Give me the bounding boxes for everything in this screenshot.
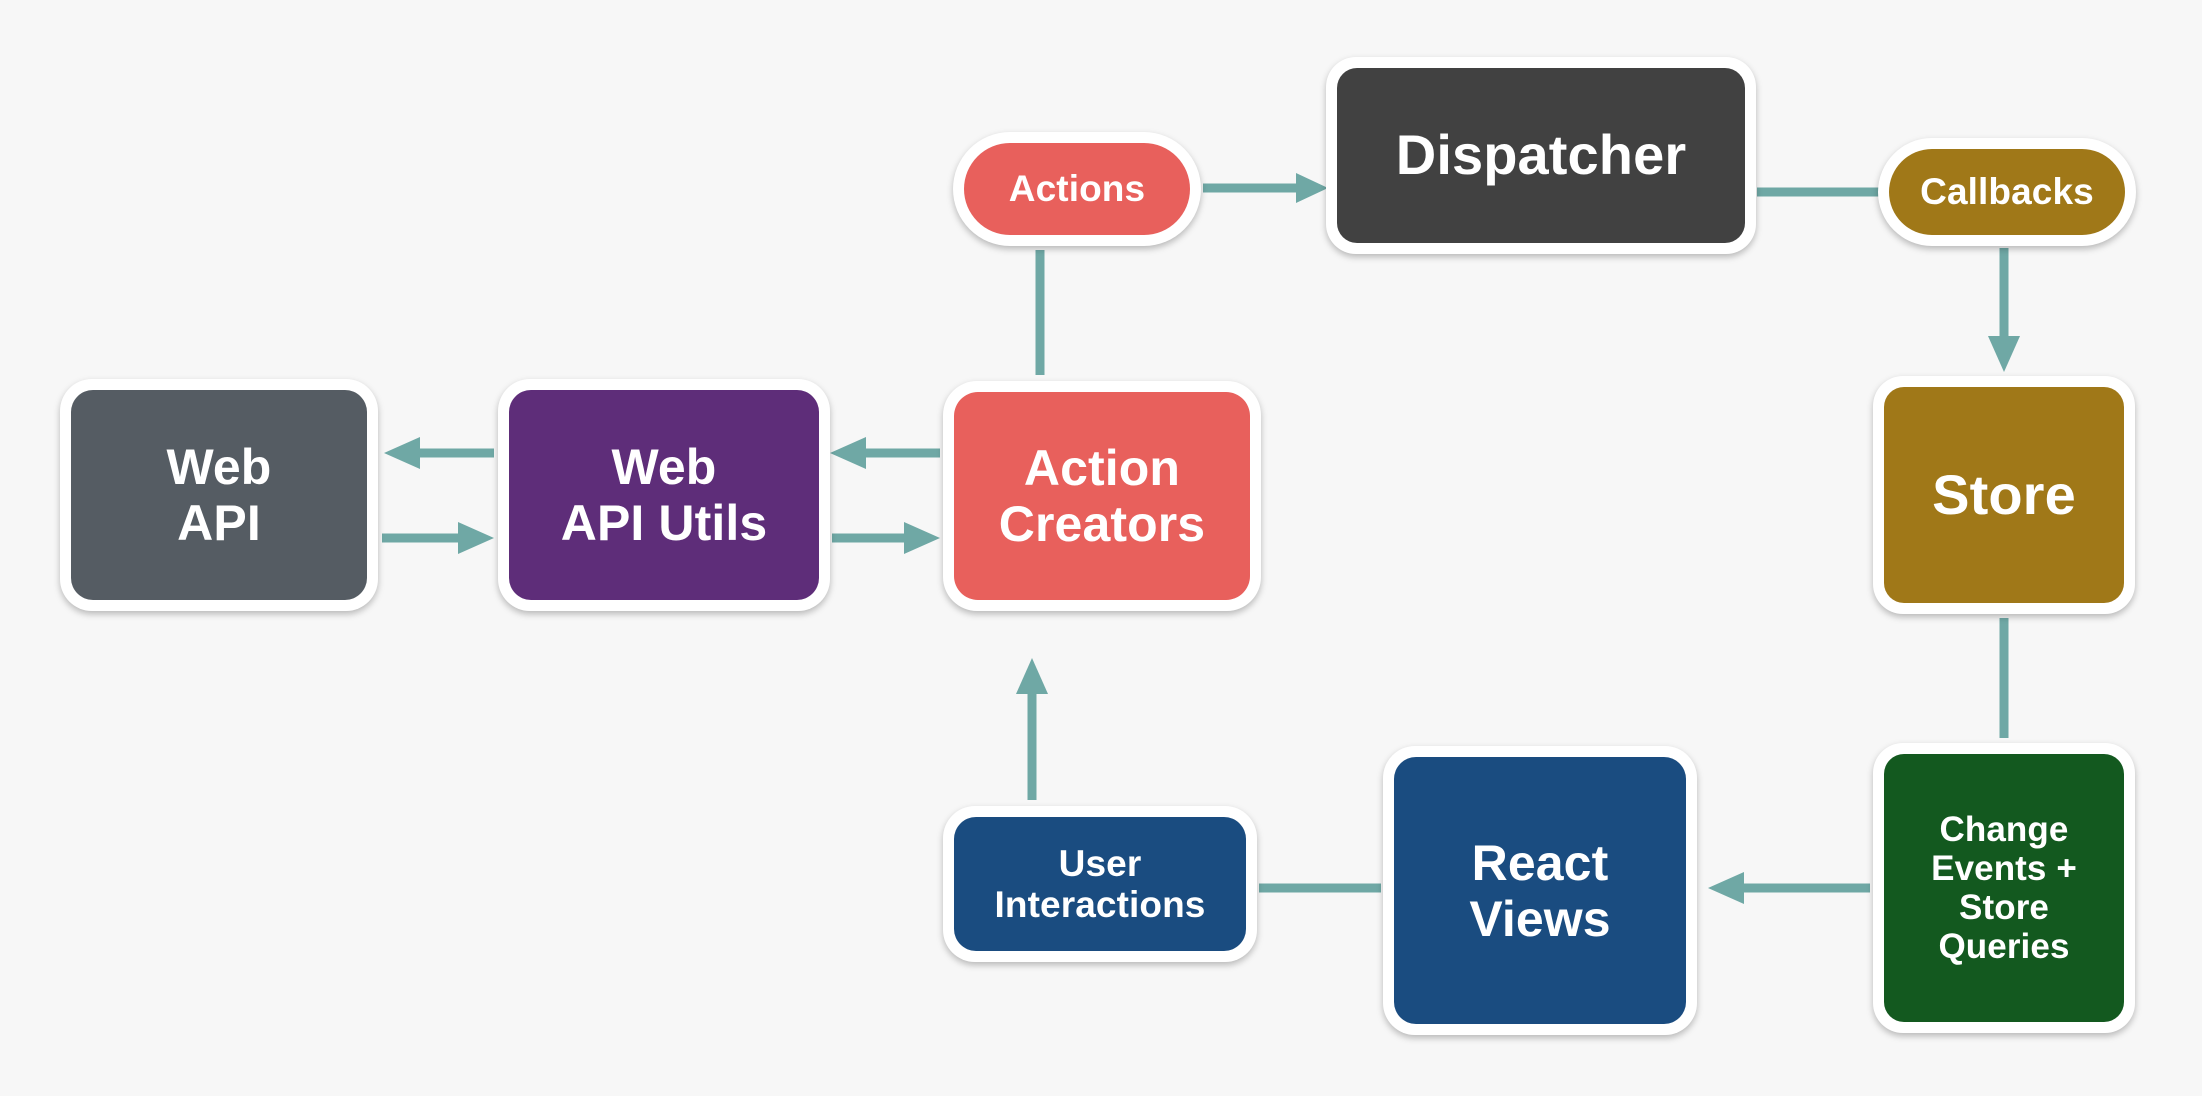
node-web-api-utils[interactable]: Web API Utils	[498, 379, 830, 611]
edge-users-to-creators	[1016, 658, 1048, 800]
node-callbacks-fill: Callbacks	[1889, 149, 2125, 235]
edge-actions-to-dispatcher	[1203, 173, 1328, 203]
node-callbacks[interactable]: Callbacks	[1878, 138, 2136, 246]
node-change-events-fill: Change Events + Store Queries	[1884, 754, 2124, 1022]
node-web-api[interactable]: Web API	[60, 379, 378, 611]
node-action-creators-label: Action Creators	[998, 440, 1206, 552]
node-react-views[interactable]: React Views	[1383, 746, 1697, 1035]
node-store-label: Store	[1932, 462, 2076, 526]
node-user-interactions-label: User Interactions	[994, 842, 1206, 925]
node-react-views-label: React Views	[1469, 834, 1611, 947]
edge-utils-to-creators	[832, 522, 940, 554]
node-store-fill: Store	[1884, 387, 2124, 603]
node-change-events-label: Change Events + Store Queries	[1931, 809, 2077, 967]
node-react-views-fill: React Views	[1394, 757, 1686, 1024]
node-dispatcher[interactable]: Dispatcher	[1326, 57, 1756, 254]
node-action-creators[interactable]: Action Creators	[943, 381, 1261, 611]
edge-creators-to-utils	[830, 437, 940, 469]
node-store[interactable]: Store	[1873, 376, 2135, 614]
node-dispatcher-label: Dispatcher	[1395, 123, 1687, 187]
node-actions-fill: Actions	[964, 143, 1190, 235]
node-change-events[interactable]: Change Events + Store Queries	[1873, 743, 2135, 1033]
edge-webapi-to-utils	[382, 522, 494, 554]
node-actions[interactable]: Actions	[953, 132, 1201, 246]
node-dispatcher-fill: Dispatcher	[1337, 68, 1745, 243]
node-user-interactions[interactable]: User Interactions	[943, 806, 1257, 962]
edge-change-to-react	[1708, 872, 1870, 904]
node-web-api-fill: Web API	[71, 390, 367, 600]
node-web-api-utils-fill: Web API Utils	[509, 390, 819, 600]
node-web-api-utils-label: Web API Utils	[560, 439, 768, 551]
node-actions-label: Actions	[1008, 168, 1146, 210]
node-callbacks-label: Callbacks	[1920, 171, 2094, 213]
node-user-interactions-fill: User Interactions	[954, 817, 1246, 951]
edge-callbacks-to-store	[1988, 248, 2020, 372]
node-action-creators-fill: Action Creators	[954, 392, 1250, 600]
node-web-api-label: Web API	[166, 439, 272, 551]
edge-utils-to-webapi	[384, 437, 494, 469]
